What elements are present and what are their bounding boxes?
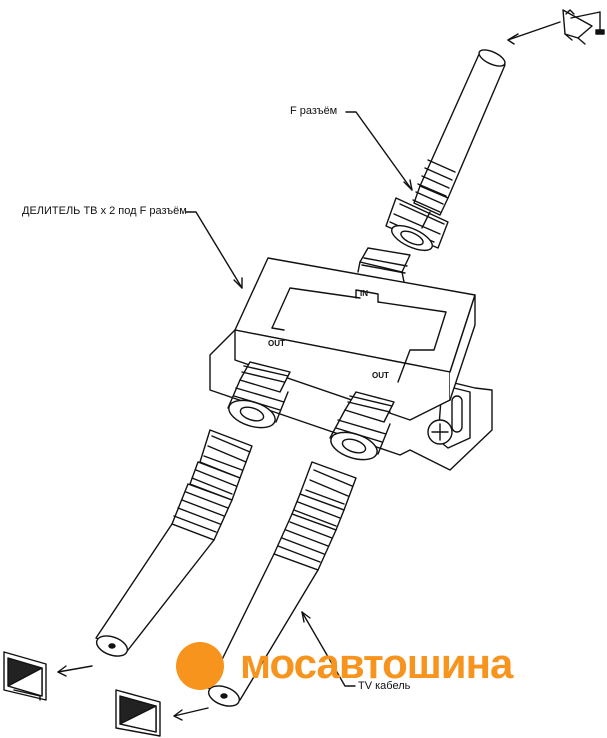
label-tv-cable: TV кабель xyxy=(358,680,411,692)
brand-logo-icon xyxy=(176,642,224,690)
label-f-connector: F разъём xyxy=(290,105,338,117)
port-in-label: IN xyxy=(360,289,368,298)
input-cable xyxy=(385,49,506,252)
port-out-left-label: OUT xyxy=(268,339,285,348)
output-cable-right xyxy=(207,461,357,707)
splitter-body: IN OUT OUT xyxy=(209,247,493,471)
brand-watermark: мосавтошина xyxy=(240,640,513,687)
satellite-dish-icon xyxy=(562,9,605,45)
output-cable-left xyxy=(95,429,253,657)
port-out-right-label: OUT xyxy=(372,371,389,380)
tv-icon xyxy=(3,651,47,701)
tv-icon xyxy=(115,689,161,737)
label-splitter: ДЕЛИТЕЛЬ ТВ x 2 под F разъём xyxy=(22,205,187,217)
leader-lines xyxy=(57,21,561,721)
